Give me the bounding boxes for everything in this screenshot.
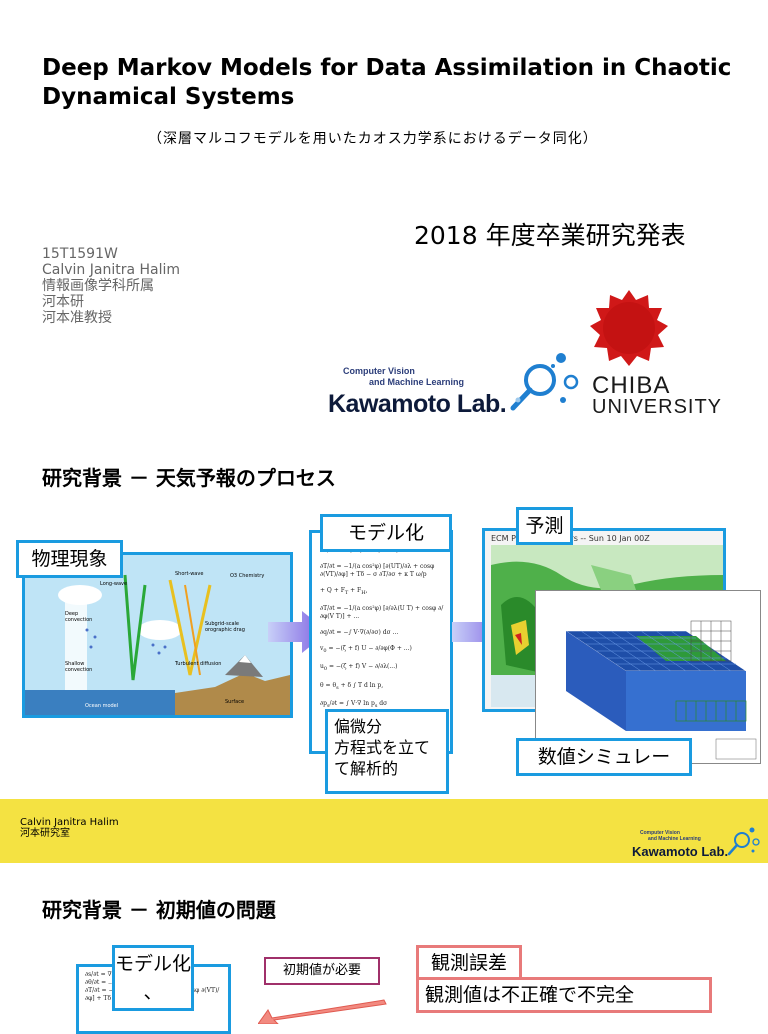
footer-author: Calvin Janitra Halim 河本研究室 [20, 817, 119, 839]
label-observation-inaccurate: 観測値は不正確で不完全 [416, 977, 712, 1013]
label-observation-error: 観測誤差 [416, 945, 522, 981]
svg-text:Subgrid-scale: Subgrid-scale [205, 621, 239, 627]
svg-text:Shallow: Shallow [65, 661, 84, 667]
arrow-left-icon [258, 999, 387, 1024]
advisor: 河本准教授 [42, 310, 112, 326]
svg-text:Surface: Surface [225, 699, 244, 705]
footer-author-name: Calvin Janitra Halim [20, 817, 119, 828]
subtitle: （深層マルコフモデルを用いたカオス力学系におけるデータ同化） [148, 131, 598, 147]
molecule-icon [727, 827, 760, 856]
footer-logo-name: Kawamoto Lab. [632, 844, 729, 859]
label-initial-value-needed: 初期値が必要 [264, 957, 380, 985]
molecule-icon [510, 353, 579, 411]
svg-text:Turbulent diffusion: Turbulent diffusion [174, 661, 221, 667]
university-logo-line1: CHIBA [592, 372, 671, 399]
svg-text:Long-wave: Long-wave [100, 581, 127, 587]
svg-text:Deep: Deep [65, 611, 78, 617]
section-heading-initial-value: 研究背景 － 初期値の問題 [42, 898, 276, 922]
author-block: 15T1591W Calvin Janitra Halim 情報画像学科所属 河… [42, 246, 180, 326]
presentation-year: 2018 年度卒業研究発表 [414, 221, 686, 250]
student-id: 15T1591W [42, 246, 118, 262]
lab-logo-subtitle: Computer Vision and Machine Learning [343, 366, 464, 388]
climate-processes-illustration: Shallow convection Deep convection Long-… [25, 555, 290, 715]
footer-logo-line1: Computer Vision [640, 830, 680, 836]
lab-name: 河本研 [42, 294, 84, 310]
lab-logo-line1: Computer Vision [343, 366, 415, 376]
footer-logo-line2: and Machine Learning [648, 836, 701, 842]
footer-logo-subtitle: Computer Vision and Machine Learning [640, 830, 701, 842]
svg-text:Ocean model: Ocean model [85, 703, 118, 709]
footer-lab: 河本研究室 [20, 828, 70, 839]
equations-image: ∂u/∂t = ∇·(∇u) − ∇²(u + v) + F ∂T/∂t = −… [320, 547, 444, 709]
department: 情報画像学科所属 [42, 278, 154, 294]
section-heading-process: 研究背景 － 天気予報のプロセス [42, 466, 336, 490]
grid-model-diagram [535, 590, 761, 764]
svg-text:orographic drag: orographic drag [205, 627, 245, 633]
label-prediction: 予測 [516, 507, 573, 545]
earth-grid-illustration [543, 620, 757, 760]
label-modeling: モデル化 [320, 514, 452, 552]
svg-text:convection: convection [65, 667, 92, 673]
svg-text:O3 Chemistry: O3 Chemistry [230, 573, 264, 579]
slide-footer [0, 799, 768, 863]
svg-text:Short-wave: Short-wave [175, 571, 203, 577]
climate-diagram: Shallow convection Deep convection Long-… [22, 552, 293, 718]
lab-logo-name: Kawamoto Lab. [328, 390, 507, 418]
svg-text:convection: convection [65, 617, 92, 623]
university-logo-line2: UNIVERSITY [592, 396, 723, 418]
label-pde-note: 偏微分 方程式を立て て解析的 [325, 709, 449, 794]
label-physical-phenomena: 物理現象 [16, 540, 123, 578]
lab-logo-line2: and Machine Learning [369, 377, 465, 387]
chiba-emblem-icon [590, 290, 668, 366]
label-modeling-2: モデル化 、 [112, 945, 194, 1011]
page-title: Deep Markov Models for Data Assimilation… [42, 55, 732, 110]
author-name: Calvin Janitra Halim [42, 262, 181, 278]
label-numerical-simulation: 数値シミュレー [516, 738, 692, 776]
